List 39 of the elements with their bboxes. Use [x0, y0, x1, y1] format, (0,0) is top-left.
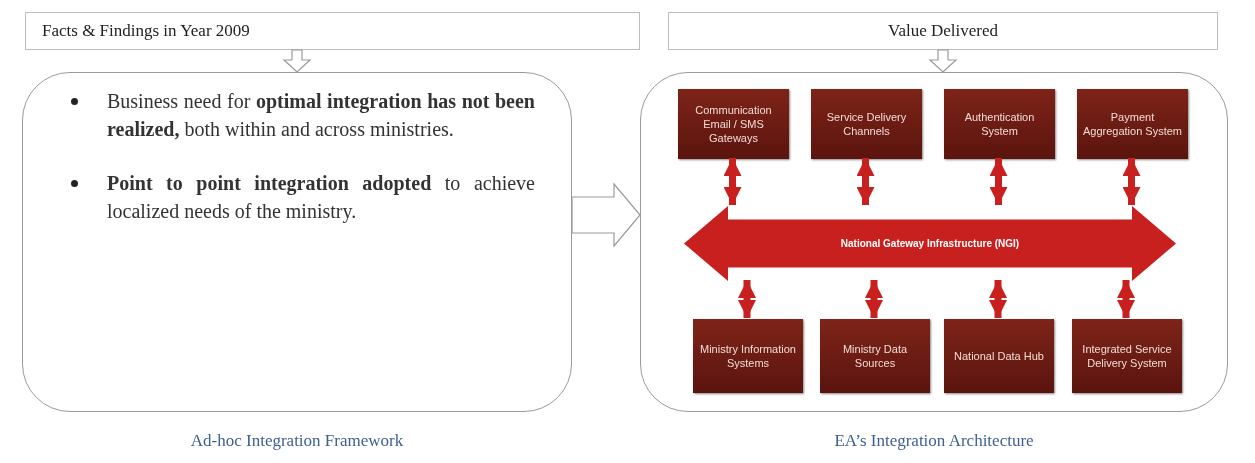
- box-label: Integrated Service Delivery System: [1081, 342, 1173, 370]
- title-box: [668, 12, 1218, 50]
- rounded-frame: [640, 72, 1228, 412]
- title-box: [25, 12, 640, 50]
- box-label: Payment Aggregation System: [1081, 110, 1184, 138]
- title-text: Facts & Findings in Year 2009: [42, 20, 250, 43]
- double-arrow: [989, 280, 1007, 318]
- system-box: [944, 319, 1054, 393]
- double-arrow: [856, 158, 875, 205]
- double-arrow: [989, 158, 1008, 205]
- title-text: Value Delivered: [888, 20, 998, 43]
- box-label: Service Delivery Channels: [825, 110, 908, 138]
- rounded-text-box: [22, 72, 572, 412]
- system-box: [811, 89, 922, 159]
- system-box: [693, 319, 803, 393]
- hollow-arrow: [571, 182, 641, 248]
- hollow-arrow: [282, 49, 312, 73]
- double-arrow: [723, 158, 742, 205]
- node-label: Ad-hoc Integration Framework: [189, 430, 405, 452]
- box-label: National Data Hub: [954, 349, 1044, 363]
- box-label: Ministry Data Sources: [841, 342, 909, 370]
- system-box: [944, 89, 1055, 159]
- box-label: Communication Email / SMS Gateways: [694, 103, 773, 145]
- box-label: Ministry Information Systems: [699, 342, 797, 370]
- hollow-arrow: [928, 49, 958, 73]
- system-box: [1072, 319, 1182, 393]
- band-label: National Gateway Infrastructure (NGI): [840, 237, 1020, 251]
- bullet-text: Business need for optimal integration has not been realized, both within and across ministries.: [107, 89, 535, 142]
- double-arrow: [1122, 158, 1141, 205]
- system-box: [1077, 89, 1188, 159]
- double-arrow: [1117, 280, 1135, 318]
- double-arrow: [865, 280, 883, 318]
- box-label: Authentication System: [963, 110, 1036, 138]
- bullet-text: Point to point integration adopted to achieve localized needs of the ministry.: [107, 171, 535, 225]
- node-label: EA’s Integration Architecture: [833, 430, 1035, 452]
- system-box: [820, 319, 930, 393]
- system-box: [678, 89, 789, 159]
- double-arrow: [738, 280, 756, 318]
- double-arrow-band: [684, 206, 1176, 281]
